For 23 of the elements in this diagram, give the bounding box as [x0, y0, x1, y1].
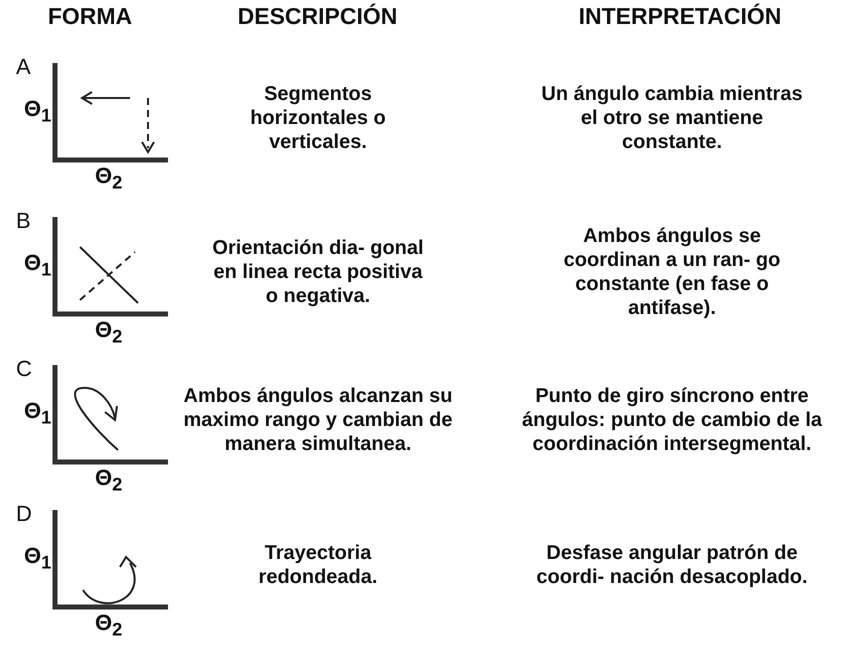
- axis-label: Θ$_{2}$: [95, 317, 122, 348]
- axis-label: Θ$_{1}$: [24, 543, 52, 574]
- axis-label: Θ$_{2}$: [95, 610, 122, 640]
- axis-label: Θ$_{2}$: [95, 163, 122, 194]
- description-text: Segmentos horizontales o verticales.: [249, 82, 387, 155]
- description-text: Orientación dia- gonal en linea recta positiva o negativa.: [211, 236, 425, 309]
- interpretation-text: Ambos ángulos se coordinan a un ran- go constante (en fase o antifase).: [562, 224, 782, 321]
- axis-label: Θ$_{2}$: [95, 465, 122, 496]
- column-header: INTERPRETACIÓN: [578, 3, 782, 30]
- interpretation-text: Punto de giro síncrono entre ángulos: punto de cambio de la coordinación intersegmental.: [520, 384, 824, 457]
- panel-letter: C: [16, 356, 32, 382]
- axis-label: Θ$_{1}$: [24, 398, 52, 428]
- interpretation-text: Desfase angular patrón de coordi- nación desacoplado.: [535, 541, 809, 590]
- description-text: Ambos ángulos alcanzan su maximo rango y cambian de manera simultanea.: [182, 384, 454, 457]
- axis-label: Θ$_{1}$: [24, 96, 52, 126]
- column-header: FORMA: [46, 3, 134, 30]
- interpretation-text: Un ángulo cambia mientras el otro se mantiene constante.: [540, 82, 804, 155]
- column-header: DESCRIPCIÓN: [236, 3, 398, 30]
- panel-letter: D: [16, 501, 32, 527]
- panel-letter: A: [16, 54, 31, 80]
- axis-label: Θ$_{1}$: [24, 250, 52, 280]
- description-text: Trayectoria redondeada.: [258, 541, 378, 590]
- panel-letter: B: [16, 208, 31, 234]
